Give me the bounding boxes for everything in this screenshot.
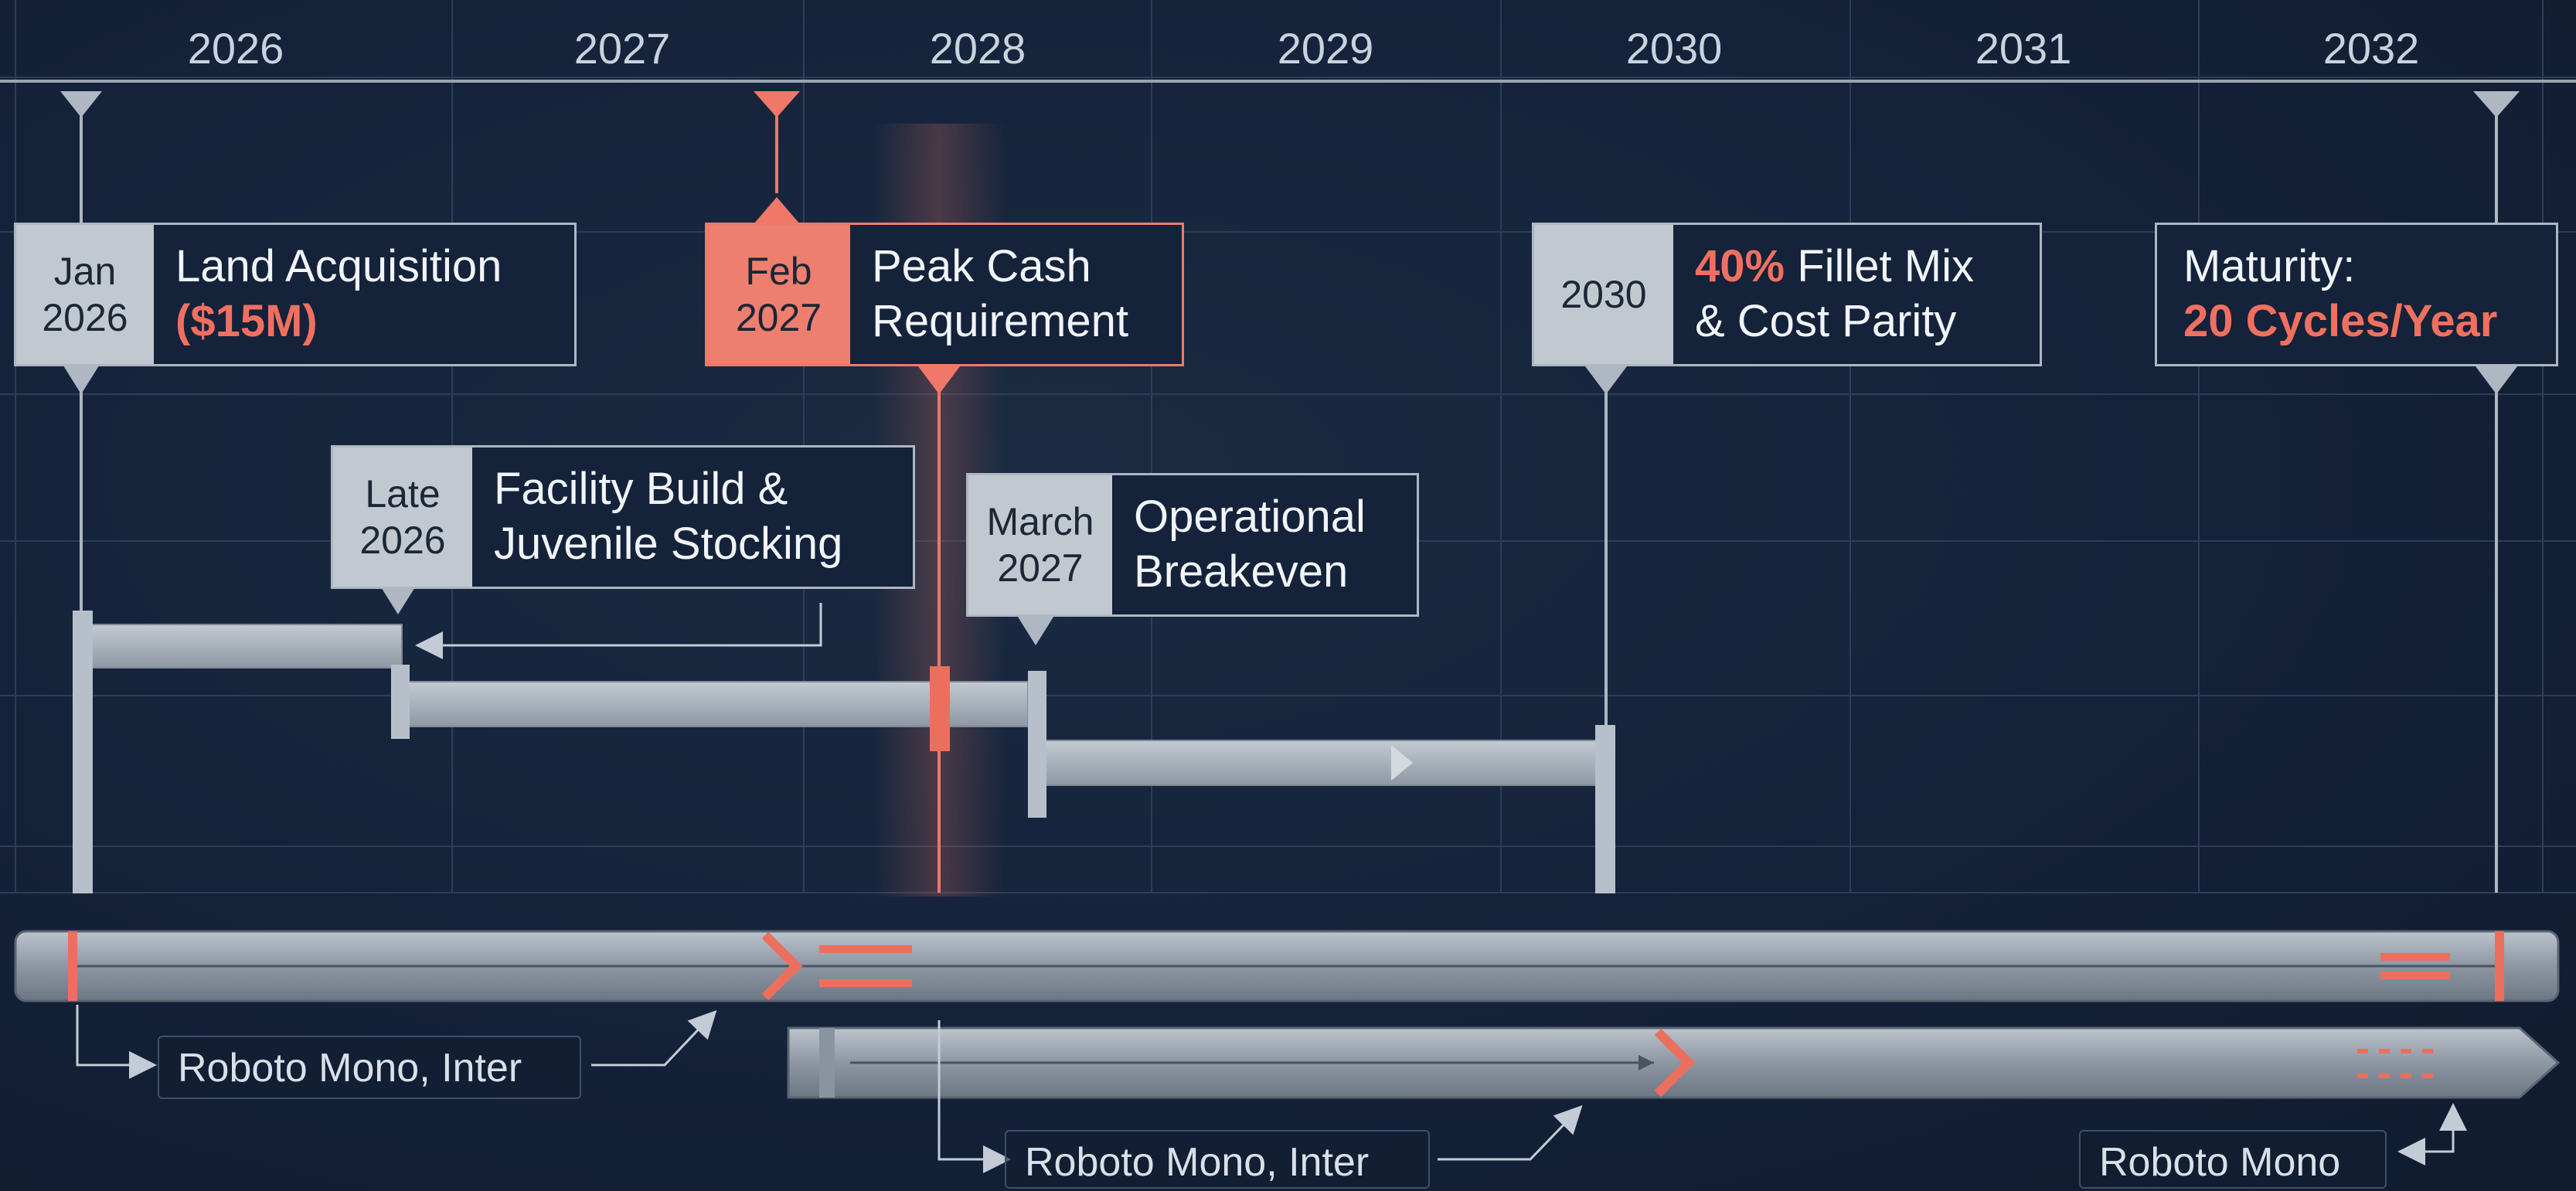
rail-1 xyxy=(14,930,2560,1002)
font-note-1: Roboto Mono, Inter xyxy=(158,1036,581,1099)
milestone-line1: Peak Cash xyxy=(872,241,1091,292)
milestone-cycles: 20 Cycles/Year xyxy=(2183,296,2498,346)
milestone-date: March 2027 xyxy=(968,475,1112,614)
year-label-2031: 2031 xyxy=(1975,24,2072,73)
milestone-line1: Maturity: xyxy=(2183,241,2356,292)
marker-2026 xyxy=(60,91,102,117)
milestone-percent: 40% xyxy=(1695,241,1785,292)
milestone-cost-parity: 2030 40% Fillet Mix & Cost Parity xyxy=(1532,223,2042,366)
cap-facility-start xyxy=(391,665,410,739)
bar-facility xyxy=(401,681,1029,727)
date-year: 2027 xyxy=(997,546,1084,590)
milestone-cost: ($15M) xyxy=(175,296,318,346)
note-connectors xyxy=(76,1005,2467,1173)
milestone-line1-rest: Fillet Mix xyxy=(1785,241,1974,292)
milestone-peak-cash: Feb 2027 Peak Cash Requirement xyxy=(705,223,1184,366)
milestone-text: Facility Build & Juvenile Stocking xyxy=(472,447,842,587)
date-year: 2026 xyxy=(42,296,128,339)
milestone-line2: & Cost Parity xyxy=(1695,296,1957,346)
marker-2032 xyxy=(2473,91,2520,117)
date-month: Feb xyxy=(745,250,812,293)
milestone-text: 40% Fillet Mix & Cost Parity xyxy=(1673,225,1974,364)
return-arrow xyxy=(415,603,822,659)
milestone-date: Jan 2026 xyxy=(16,225,154,364)
pointer-breakeven xyxy=(1016,614,1055,645)
font-note-2: Roboto Mono, Inter xyxy=(1005,1130,1430,1189)
milestone-operational-breakeven: March 2027 Operational Breakeven xyxy=(966,473,1419,617)
milestone-text: Operational Breakeven xyxy=(1112,475,1366,614)
rail-2 xyxy=(787,1026,2561,1099)
year-label-2028: 2028 xyxy=(929,24,1026,73)
font-note-3: Roboto Mono xyxy=(2079,1130,2387,1189)
pointer-parity xyxy=(1583,363,1629,394)
bar-land xyxy=(84,624,403,669)
year-label-2029: 2029 xyxy=(1277,24,1374,73)
milestone-maturity: Maturity: 20 Cycles/Year xyxy=(2155,223,2558,366)
milestone-date: 2030 xyxy=(1534,225,1673,364)
grid xyxy=(0,0,2576,893)
pointer-maturity xyxy=(2473,363,2520,394)
bar-breakeven-arrow xyxy=(1391,745,1413,781)
milestone-date: Feb 2027 xyxy=(707,225,850,364)
pointer-land xyxy=(62,363,100,394)
cap-peak-red xyxy=(930,666,950,751)
milestone-facility-build: Late 2026 Facility Build & Juvenile Stoc… xyxy=(331,445,915,589)
gantt-bars xyxy=(73,611,1615,893)
pointer-peak-bottom xyxy=(916,363,962,394)
pointer-peak-top xyxy=(754,197,800,224)
pointer-facility xyxy=(379,584,417,614)
date-year: 2026 xyxy=(359,519,446,562)
milestone-text: Land Acquisition ($15M) xyxy=(154,225,502,364)
milestone-line1: Operational xyxy=(1134,492,1366,543)
milestone-text: Maturity: 20 Cycles/Year xyxy=(2157,225,2497,364)
year-label-2026: 2026 xyxy=(187,24,284,73)
milestone-title: Land Acquisition xyxy=(175,241,502,292)
milestone-date: Late 2026 xyxy=(333,447,472,587)
cap-breakeven-start xyxy=(1028,671,1046,818)
milestone-land-acquisition: Jan 2026 Land Acquisition ($15M) xyxy=(14,223,577,366)
cap-land-start xyxy=(73,611,93,893)
cap-parity-end xyxy=(1595,725,1615,893)
date-month: March xyxy=(986,500,1094,543)
milestone-line1: 40% Fillet Mix xyxy=(1695,240,1974,294)
date-season: Late xyxy=(365,472,441,516)
date-year: 2030 xyxy=(1560,273,1647,316)
milestone-line1: Facility Build & xyxy=(494,464,788,515)
marker-2027-red xyxy=(754,91,800,117)
date-month: Jan xyxy=(53,250,117,293)
year-label-2030: 2030 xyxy=(1625,24,1723,73)
milestone-text: Peak Cash Requirement xyxy=(850,225,1128,364)
bar-breakeven xyxy=(1035,740,1601,786)
milestone-line2: Juvenile Stocking xyxy=(494,519,843,569)
milestone-line2: Breakeven xyxy=(1134,546,1349,597)
milestone-line2: Requirement xyxy=(872,296,1129,346)
date-year: 2027 xyxy=(735,296,822,339)
year-label-2027: 2027 xyxy=(573,24,671,73)
year-label-2032: 2032 xyxy=(2322,24,2420,73)
